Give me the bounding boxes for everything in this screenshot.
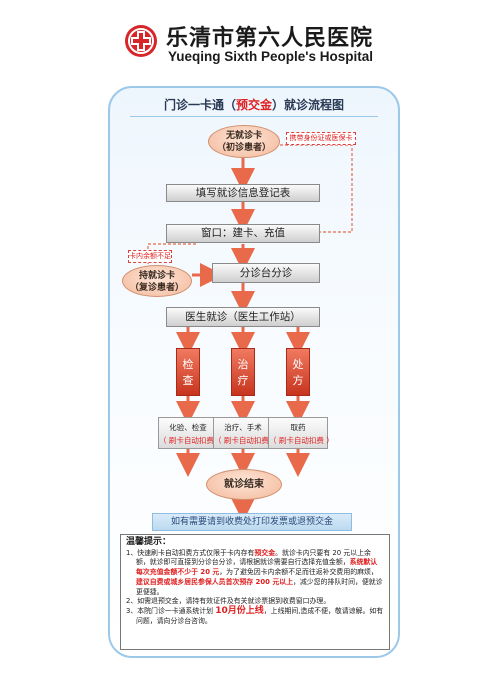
visit-end-node: 就诊结束 [206, 469, 282, 500]
hospital-name-chinese: 乐清市第六人民医院 [166, 25, 374, 51]
has-card-node: 持就诊卡 （复诊患者） [122, 265, 192, 297]
branch-prescription: 处 方 [286, 348, 310, 396]
tips-panel: 温馨提示： 1、快速刷卡自动扣费方式仅限于卡内存有预交金。就诊卡内只要有 20 … [120, 534, 390, 650]
tip-item-3: 3、本院门诊一卡通系统计划 10月份上线，上线期间,造成不便，敬请谅解。如有问题… [126, 605, 384, 625]
result-lab-exam: 化验、检查 （ 刷卡自动扣费 ） [158, 417, 224, 449]
tips-title: 温馨提示： [126, 537, 172, 547]
doctor-consult-step: 医生就诊（医生工作站） [166, 307, 320, 327]
triage-step: 分诊台分诊 [212, 263, 320, 283]
title-highlight: 预交金 [235, 98, 272, 112]
hospital-name-english: Yueqing Sixth People's Hospital [168, 49, 373, 64]
flowchart-title: 门诊一卡通（预交金）就诊流程图 [163, 98, 345, 112]
branch-treatment: 治 疗 [231, 348, 255, 396]
hospital-cross-logo-icon [125, 25, 157, 57]
tip-item-1: 1、快速刷卡自动扣费方式仅限于卡内存有预交金。就诊卡内只要有 20 元以上余额，… [126, 548, 383, 596]
title-divider [130, 116, 378, 117]
refund-invoice-bar: 如有需要请到收费处打印发票或退预交金 [152, 513, 352, 531]
branch-exam: 检 查 [176, 348, 200, 396]
result-medicine: 取药 （ 刷卡自动扣费 ） [268, 417, 334, 449]
no-card-node: 无就诊卡 （初诊患者） [208, 125, 280, 158]
window-card-topup-step: 窗口：建卡、充值 [166, 224, 320, 243]
low-balance-note: 卡内余额不足 [128, 250, 172, 263]
bring-id-note: 携带身份证或医保卡 [286, 132, 356, 145]
tip-item-2: 2、如需退预交金，请持有效证件及有关就诊票据到收费窗口办理。 [126, 597, 331, 606]
result-treatment-surgery: 治疗、手术 （ 刷卡自动扣费 ） [213, 417, 279, 449]
register-form-step: 填写就诊信息登记表 [166, 184, 320, 202]
